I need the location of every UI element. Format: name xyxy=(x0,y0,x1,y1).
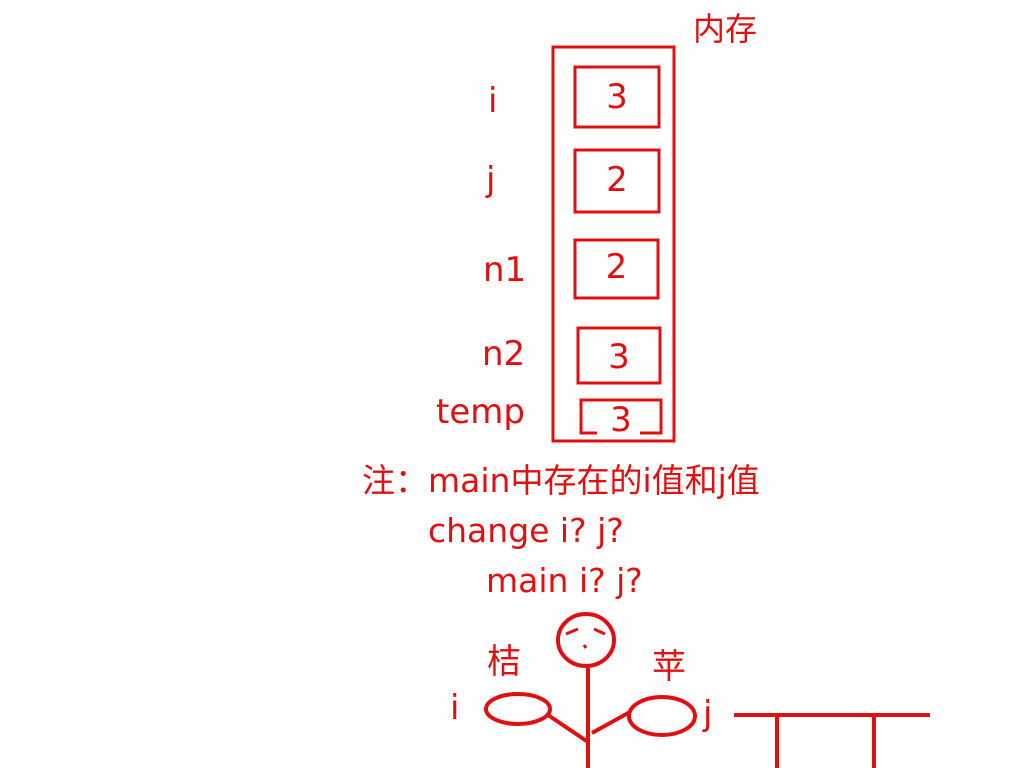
value-j: 2 xyxy=(606,160,628,200)
left-hand-oval xyxy=(484,692,552,726)
memory-title: 内存 xyxy=(693,10,758,48)
value-temp: 3 xyxy=(610,400,632,440)
figure-left-arm xyxy=(546,713,590,744)
label-temp: temp xyxy=(436,392,525,432)
figure-face xyxy=(565,627,606,649)
left-fruit-label: 桔 xyxy=(487,642,521,682)
note-line-2: change i? j? xyxy=(428,511,624,550)
right-hand-label: j xyxy=(703,694,713,734)
cell-box-i xyxy=(573,65,661,129)
right-hand-oval xyxy=(627,695,697,737)
figure-head xyxy=(556,612,616,668)
cell-box-n1 xyxy=(573,238,660,300)
label-i: i xyxy=(488,81,498,121)
right-fruit-label: 苹 xyxy=(652,647,686,687)
note-line-3: main i? j? xyxy=(486,561,643,600)
label-n1: n1 xyxy=(483,250,527,290)
cell-box-n2 xyxy=(576,326,662,385)
label-n2: n2 xyxy=(482,334,526,374)
label-j: j xyxy=(486,160,496,200)
figure-right-arm xyxy=(591,710,631,735)
memory-frame xyxy=(551,45,676,443)
cell-box-j xyxy=(573,148,661,214)
value-i: 3 xyxy=(606,77,628,117)
cell-box-temp xyxy=(579,398,663,435)
value-n1: 2 xyxy=(605,247,628,287)
note-line-1: 注：main中存在的i值和j值 xyxy=(362,461,760,500)
value-n2: 3 xyxy=(608,337,630,377)
left-hand-label: i xyxy=(450,688,460,728)
